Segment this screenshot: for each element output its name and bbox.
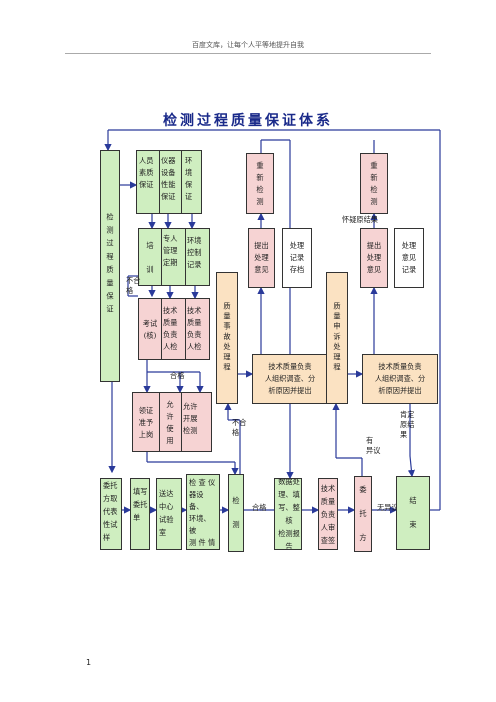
quality-complaint-procedure: 质量申诉处理程 [326,272,348,404]
allow-use-box: 允 许 使 用 [166,400,174,445]
opinion-record-box: 处理 意见 记录 [394,228,424,288]
environment-guarantee: 环 境 保 证 [185,156,193,201]
send-lab-box: 送达 中心 试验 室 [156,478,182,550]
pass-label-2: 合格 [252,503,267,512]
check-conditions-box: 检 查 仪 器设备、 环境、被 测 件 情 况 并 作 记录 [186,474,220,550]
propose-opinion-1: 提出 处理 意见 [248,228,275,288]
page-number: 1 [86,658,92,667]
control-group: 培 训 专人 管理 定期 环境 控制 记录 [138,228,210,286]
record-archive-box: 处理 记录 存档 [282,228,312,288]
data-report-box: 数据处 理、填 写、整核 检测报 告 [274,478,302,550]
propose-opinion-2: 提出 处理 意见 [360,228,388,288]
specialist-management: 专人 管理 定期 [163,234,178,267]
doubt-label: 怀疑原结果 [342,215,378,224]
tech-lead-check-a: 技术 质量 负责 人检 [163,306,178,351]
environment-control: 环境 控制 记录 [187,236,202,269]
equipment-guarantee: 仪器 设备 性能 保证 [161,156,176,201]
diagram-title: 检测过程质量保证体系 [163,113,333,129]
tech-lead-check-b: 技术 质量 负责 人检 [187,306,202,351]
client-box: 委 托 方 [354,476,372,552]
client-sampling-box: 委托 方取 代表 性试 样 [100,478,122,550]
training-box: 培 训 [146,241,154,274]
pass-label-1: 合格 [170,371,185,380]
end-box: 结 束 [396,476,430,550]
allow-detection-box: 允许 开展 检测 [183,402,198,435]
inspection-group: 考试 (核) 技术 质量 负责 人检 技术 质量 负责 人检 [138,298,210,360]
tech-investigation-2: 技术质量负责 人组织调查、分 析原因并提出 [362,354,438,404]
tech-audit-box: 技术 质量 负责 人审 查签 [318,478,338,550]
retest-box-2: 重 新 检 测 [360,153,388,214]
page-header: 百度文库，让每个人平等地提升自我 [192,41,304,49]
certificate-box: 领证 准予 上岗 [138,406,154,439]
header-rule [65,53,431,54]
testing-box: 检 测 [228,474,244,552]
quality-accident-procedure: 质量事故处理程 [216,272,238,404]
tech-investigation-1: 技术质量负责 人组织调查、分 析原因并提出 [252,354,328,404]
guarantee-group: 人员 素质 保证 仪器 设备 性能 保证 环 境 保 证 [136,150,202,214]
confirm-label: 肯定 原结 果 [400,410,415,439]
fill-form-box: 填写 委托 单 [130,478,150,550]
main-quality-assurance-box: 检测过程质量保证 [100,150,120,382]
exam-box: 考试 (核) [142,319,158,340]
people-guarantee: 人员 素质 保证 [139,156,154,189]
retest-box-1: 重 新 检 测 [246,153,274,214]
fail-label-1: 不合 格 [126,276,141,295]
no-objection-label: 无异议 [377,503,399,512]
objection-label: 有 异议 [366,436,381,455]
fail-label-2: 不合 格 [232,418,247,437]
approval-group: 领证 准予 上岗 允 许 使 用 允许 开展 检测 [132,392,212,452]
